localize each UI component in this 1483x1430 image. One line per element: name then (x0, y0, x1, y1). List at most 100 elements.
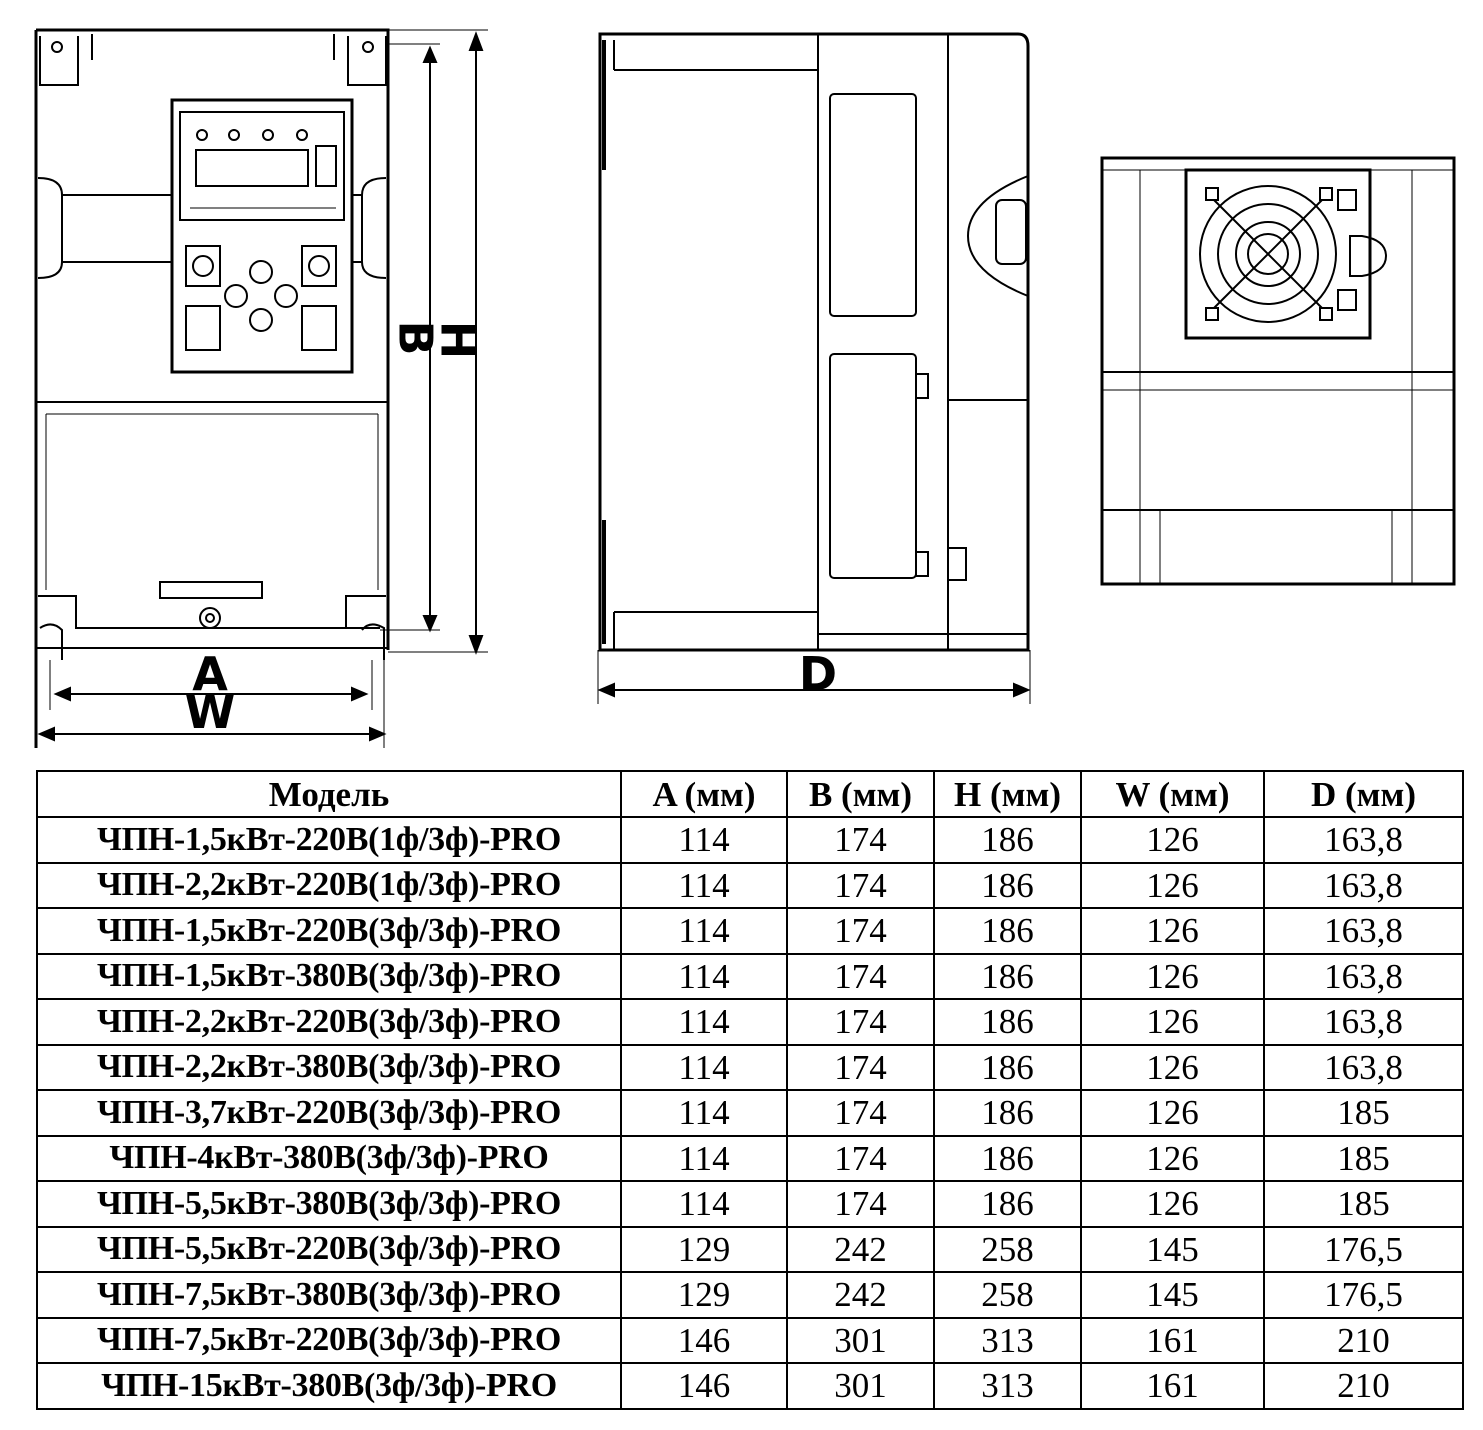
cell-h-value: 186 (933, 1043, 1082, 1091)
cell-a-value: 114 (620, 861, 788, 909)
header-w: W (мм) (1080, 770, 1265, 818)
cell-b-value: 242 (786, 1225, 935, 1273)
cell-model: ЧПН-3,7кВт-220В(3ф/3ф)-PRO (36, 1089, 622, 1137)
header-model: Модель (36, 770, 622, 818)
cell-model: ЧПН-1,5кВт-220В(3ф/3ф)-PRO (36, 907, 622, 955)
cell-h-value: 258 (933, 1271, 1082, 1319)
cell-d-value: 210 (1263, 1362, 1464, 1410)
cell-d-value: 163,8 (1263, 816, 1464, 864)
cell-a-value: 114 (620, 816, 788, 864)
header-h: H (мм) (933, 770, 1082, 818)
cell-b-value: 174 (786, 1089, 935, 1137)
front-view (34, 28, 488, 748)
cell-a-value: 146 (620, 1316, 788, 1364)
cell-w-value: 126 (1080, 1134, 1265, 1182)
cell-a-value: 114 (620, 1180, 788, 1228)
cell-w-value: 161 (1080, 1316, 1265, 1364)
cell-model: ЧПН-5,5кВт-220В(3ф/3ф)-PRO (36, 1225, 622, 1273)
header-a: A (мм) (620, 770, 788, 818)
cell-w-value: 145 (1080, 1271, 1265, 1319)
cell-model: ЧПН-5,5кВт-380В(3ф/3ф)-PRO (36, 1180, 622, 1228)
cell-a-value: 114 (620, 1134, 788, 1182)
cell-a-value: 146 (620, 1362, 788, 1410)
cell-h-value: 313 (933, 1362, 1082, 1410)
cell-model: ЧПН-1,5кВт-220В(1ф/3ф)-PRO (36, 816, 622, 864)
cell-w-value: 126 (1080, 998, 1265, 1046)
header-b: B (мм) (786, 770, 935, 818)
dim-label-a: A (192, 647, 228, 701)
cell-a-value: 129 (620, 1225, 788, 1273)
cell-b-value: 242 (786, 1271, 935, 1319)
cell-h-value: 186 (933, 907, 1082, 955)
cell-d-value: 163,8 (1263, 907, 1464, 955)
table-header-row: Модель A (мм) B (мм) H (мм) W (мм) D (мм… (36, 770, 1464, 818)
cell-h-value: 258 (933, 1225, 1082, 1273)
cell-model: ЧПН-2,2кВт-220В(1ф/3ф)-PRO (36, 861, 622, 909)
cell-b-value: 174 (786, 1180, 935, 1228)
cell-a-value: 114 (620, 907, 788, 955)
cell-b-value: 174 (786, 952, 935, 1000)
cell-h-value: 186 (933, 1180, 1082, 1228)
cell-d-value: 163,8 (1263, 861, 1464, 909)
cell-b-value: 174 (786, 816, 935, 864)
cell-b-value: 301 (786, 1316, 935, 1364)
cell-h-value: 186 (933, 816, 1082, 864)
cell-a-value: 114 (620, 1089, 788, 1137)
cell-model: ЧПН-4кВт-380В(3ф/3ф)-PRO (36, 1134, 622, 1182)
cell-w-value: 126 (1080, 1043, 1265, 1091)
cell-w-value: 126 (1080, 1089, 1265, 1137)
technical-drawings: B H A W D (34, 28, 1456, 748)
cell-w-value: 126 (1080, 907, 1265, 955)
dim-label-b: B (389, 320, 443, 355)
cell-b-value: 174 (786, 907, 935, 955)
bottom-view (1100, 156, 1456, 586)
cell-b-value: 174 (786, 1134, 935, 1182)
cell-w-value: 126 (1080, 952, 1265, 1000)
cell-h-value: 186 (933, 1134, 1082, 1182)
header-d: D (мм) (1263, 770, 1464, 818)
side-view (597, 32, 1031, 704)
cell-a-value: 114 (620, 952, 788, 1000)
cell-d-value: 163,8 (1263, 1043, 1464, 1091)
cell-d-value: 176,5 (1263, 1271, 1464, 1319)
cell-w-value: 126 (1080, 816, 1265, 864)
cell-d-value: 176,5 (1263, 1225, 1464, 1273)
cell-h-value: 313 (933, 1316, 1082, 1364)
cell-d-value: 185 (1263, 1180, 1464, 1228)
cell-model: ЧПН-15кВт-380В(3ф/3ф)-PRO (36, 1362, 622, 1410)
cell-h-value: 186 (933, 861, 1082, 909)
cell-h-value: 186 (933, 952, 1082, 1000)
dimensions-table: Модель A (мм) B (мм) H (мм) W (мм) D (мм… (36, 770, 1464, 1410)
cell-w-value: 161 (1080, 1362, 1265, 1410)
cell-h-value: 186 (933, 998, 1082, 1046)
cell-w-value: 145 (1080, 1225, 1265, 1273)
cell-model: ЧПН-7,5кВт-220В(3ф/3ф)-PRO (36, 1316, 622, 1364)
cell-b-value: 174 (786, 998, 935, 1046)
cell-model: ЧПН-7,5кВт-380В(3ф/3ф)-PRO (36, 1271, 622, 1319)
cell-a-value: 114 (620, 998, 788, 1046)
cell-b-value: 174 (786, 861, 935, 909)
cell-d-value: 185 (1263, 1134, 1464, 1182)
cell-model: ЧПН-2,2кВт-380В(3ф/3ф)-PRO (36, 1043, 622, 1091)
cell-d-value: 163,8 (1263, 998, 1464, 1046)
cell-model: ЧПН-2,2кВт-220В(3ф/3ф)-PRO (36, 998, 622, 1046)
cell-d-value: 185 (1263, 1089, 1464, 1137)
dim-label-d: D (799, 647, 837, 701)
cell-w-value: 126 (1080, 861, 1265, 909)
dim-label-w: W (185, 685, 236, 739)
cell-a-value: 114 (620, 1043, 788, 1091)
dim-label-h: H (431, 321, 485, 360)
cell-a-value: 129 (620, 1271, 788, 1319)
cell-d-value: 163,8 (1263, 952, 1464, 1000)
cell-d-value: 210 (1263, 1316, 1464, 1364)
